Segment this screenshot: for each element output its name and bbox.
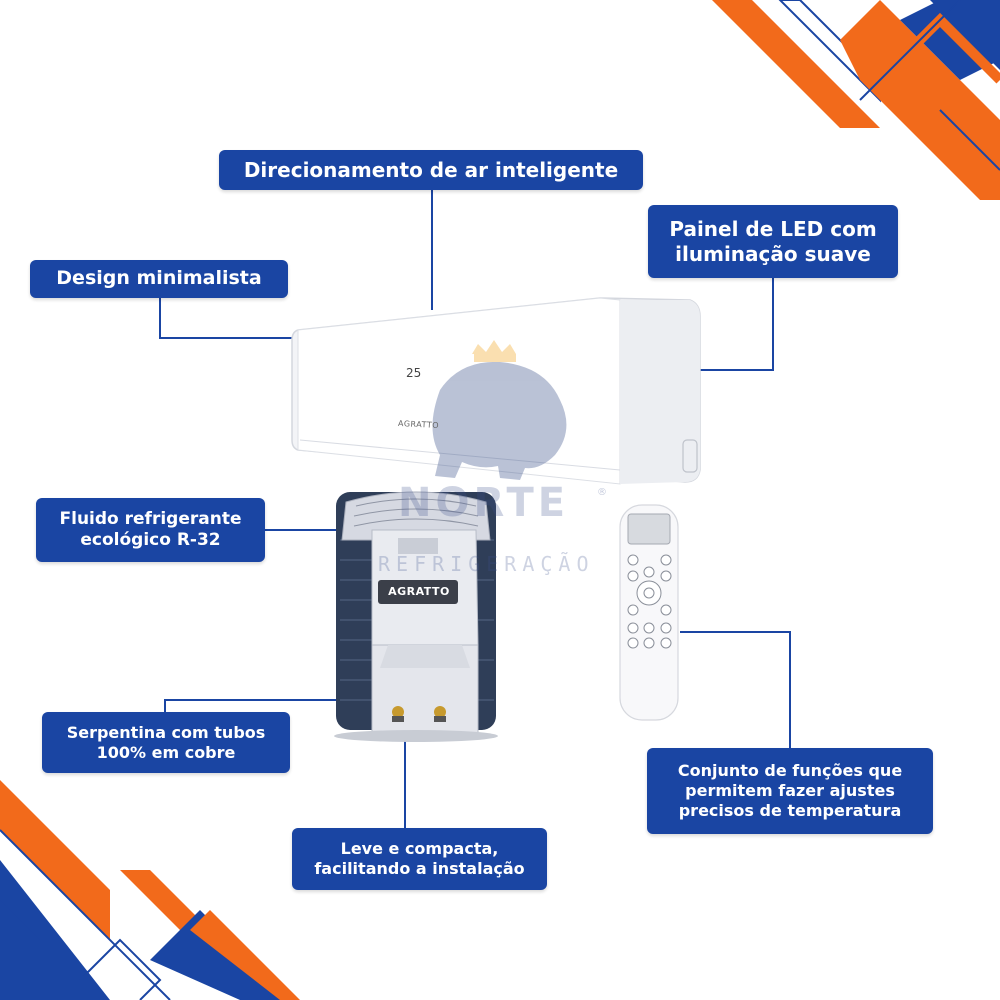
label-air-direction-line-1: Direcionamento de ar inteligente (243, 157, 619, 182)
label-led-panel-line-2: iluminação suave (675, 241, 871, 266)
watermark-logo-icon (432, 340, 567, 480)
bottom-left-corner-decoration (0, 780, 300, 1000)
connector-coil (164, 699, 340, 712)
connector-functions (680, 631, 791, 748)
label-led-panel-line-1: Painel de LED com (669, 216, 877, 241)
label-compact: Leve e compacta, facilitando a instalaçã… (292, 828, 547, 890)
label-design: Design minimalista (30, 260, 288, 298)
watermark-name: NORTE (398, 480, 570, 526)
indoor-unit (291, 297, 701, 485)
label-design-line-1: Design minimalista (56, 267, 262, 290)
label-led-panel: Painel de LED com iluminação suave (648, 205, 898, 278)
label-coil-line-1: Serpentina com tubos (66, 722, 266, 742)
connector-lines (159, 190, 791, 828)
label-compact-line-1: Leve e compacta, (340, 839, 499, 858)
watermark-registered: ® (597, 487, 607, 498)
label-coil-line-2: 100% em cobre (96, 742, 236, 762)
label-refrigerant: Fluido refrigerante ecológico R-32 (36, 498, 265, 562)
indoor-unit-display: 25 (406, 366, 422, 380)
outdoor-unit-brand: AGRATTO (388, 585, 450, 598)
label-refrigerant-line-2: ecológico R-32 (80, 530, 221, 550)
remote-control (619, 504, 679, 721)
label-coil: Serpentina com tubos 100% em cobre (42, 712, 290, 773)
outdoor-unit (334, 491, 498, 742)
label-functions: Conjunto de funções que permitem fazer a… (647, 748, 933, 834)
label-functions-line-2: permitem fazer ajustes (685, 781, 895, 800)
label-functions-line-3: precisos de temperatura (678, 801, 902, 820)
connector-design (159, 298, 295, 339)
label-compact-line-2: facilitando a instalação (314, 859, 525, 878)
connector-led-panel (700, 278, 774, 371)
label-air-direction: Direcionamento de ar inteligente (219, 150, 643, 190)
label-refrigerant-line-1: Fluido refrigerante (59, 508, 242, 529)
watermark-subtitle: REFRIGERAÇÃO (378, 552, 595, 576)
label-functions-line-1: Conjunto de funções que (677, 761, 903, 780)
top-right-corner-decoration (712, 0, 1000, 200)
